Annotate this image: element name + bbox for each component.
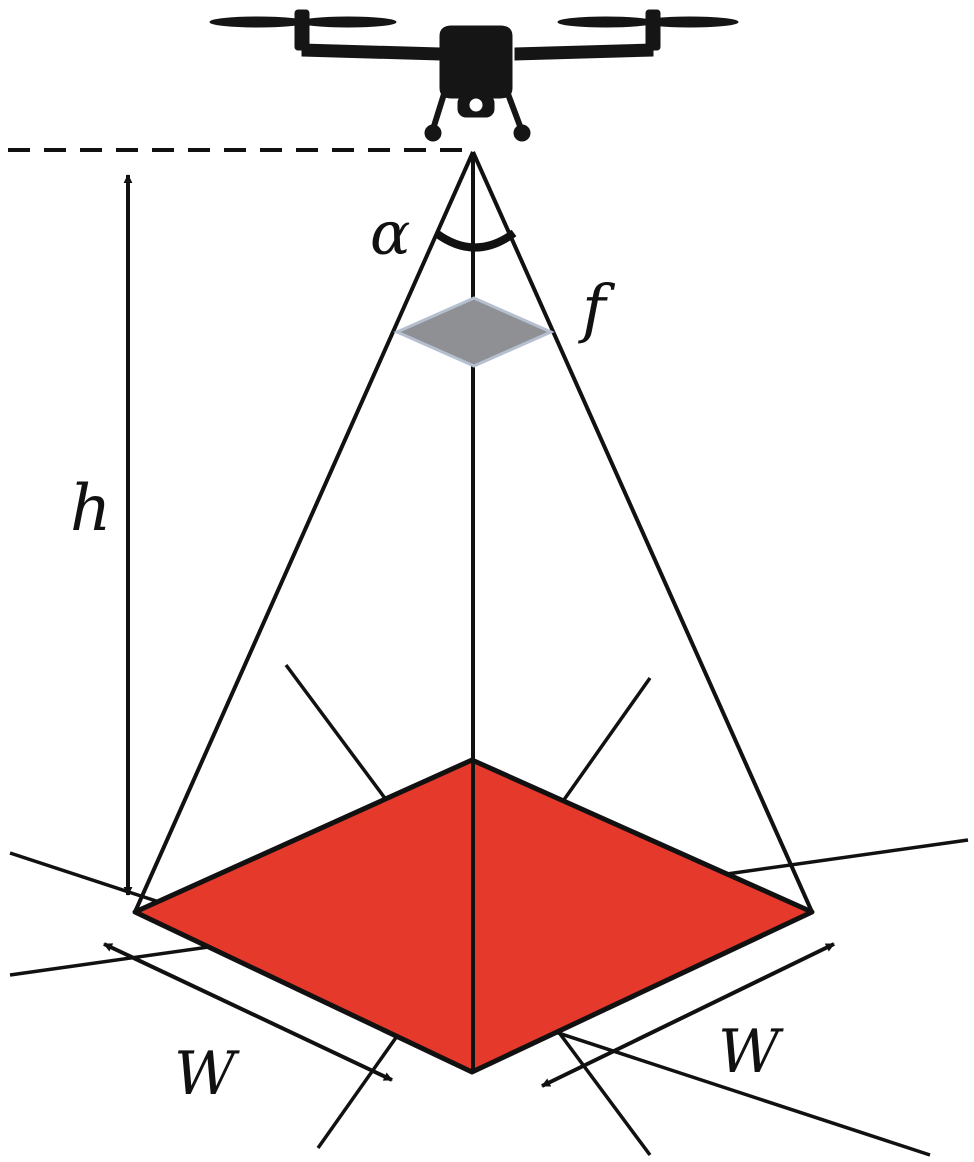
label-focal-length: f bbox=[578, 272, 616, 346]
view-angle-arc bbox=[433, 229, 517, 252]
label-width-right: W bbox=[718, 1017, 784, 1087]
width-arrow-right bbox=[541, 942, 835, 1088]
label-view-angle: α bbox=[370, 199, 411, 269]
label-height: h bbox=[70, 472, 111, 546]
image-sensor-plane bbox=[393, 296, 555, 368]
drone-icon bbox=[209, 9, 739, 142]
width-arrow-left bbox=[103, 942, 393, 1082]
label-width-left: W bbox=[174, 1039, 240, 1109]
